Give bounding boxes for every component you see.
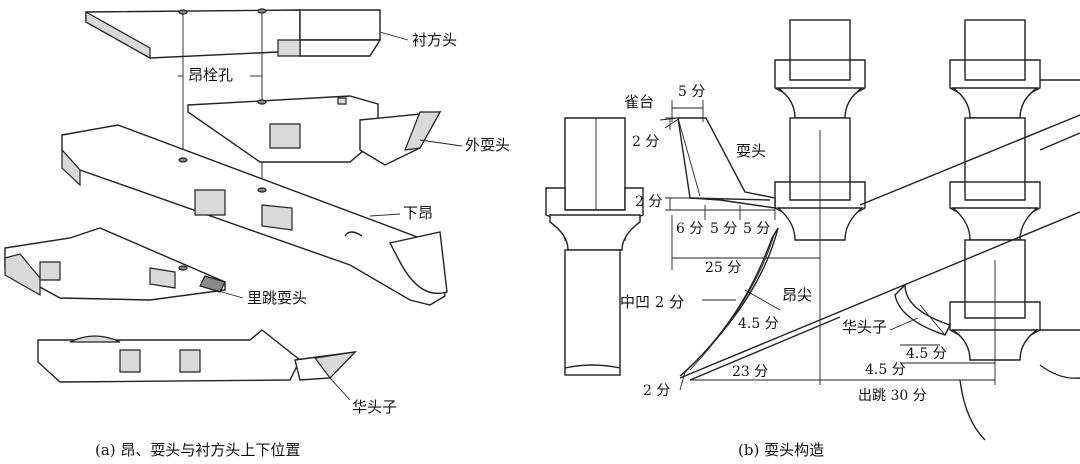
label-wai-shuatou: 外耍头 [465,136,510,154]
dim-2fen-a: 2 分 [632,134,659,150]
angjian-shape [679,227,779,377]
label-li-tiao-shuatou: 里跳耍头 [247,289,307,307]
dim-6fen: 6 分 [676,221,703,237]
xia-ang-beam [61,124,448,306]
huatouzi-shape [894,283,951,336]
dimension-lines [659,100,995,391]
li-tiao-shuatou-block [4,227,226,301]
shuatou-shape [677,117,776,209]
caption-b: (b) 耍头构造 [738,441,824,459]
label-hua-touzi-a: 华头子 [352,398,397,416]
dim-45fen-a: 4.5 分 [738,316,779,332]
dim-2fen-b: 2 分 [635,194,662,210]
panel-a: 衬方头 昂栓孔 外耍头 下昂 里跳耍头 华头子 (a) 昂、耍头与衬方头上下位置 [4,8,510,459]
caption-a: (a) 昂、耍头与衬方头上下位置 [95,441,300,459]
label-hua-touzi-b: 华头子 [842,318,887,336]
dim-5fen-1: 5 分 [710,221,737,237]
chenfangtou-block [85,8,382,60]
dim-5fen-2: 5 分 [743,221,770,237]
dim-45fen-c: 4.5 分 [865,362,906,378]
label-zhong-ao: 中凹 2 分 [620,293,684,311]
label-ang-jian: 昂尖 [782,286,812,304]
label-que-tai: 雀台 [624,93,654,111]
label-chenfangtou: 衬方头 [412,31,457,49]
middle-column [774,19,866,385]
dim-5fen-top: 5 分 [678,84,705,100]
dim-2fen-c: 2 分 [643,383,670,399]
dim-chutiao-30fen: 出跳 30 分 [858,388,927,404]
dim-25fen: 25 分 [705,260,741,276]
wai-shuatou-block [187,95,442,166]
label-shuatou: 耍头 [736,142,766,160]
label-xia-ang: 下昂 [403,204,433,222]
dim-45fen-b: 4.5 分 [906,346,947,362]
hua-touzi-block [37,329,357,383]
right-column [949,19,1041,441]
panel-b: 雀台 耍头 中凹 2 分 昂尖 华头子 5 分 2 分 2 分 6 分 5 分 … [545,19,1080,459]
left-column [545,117,644,376]
label-angshuan-kong: 昂栓孔 [188,66,233,84]
dim-23fen: 23 分 [732,364,768,380]
